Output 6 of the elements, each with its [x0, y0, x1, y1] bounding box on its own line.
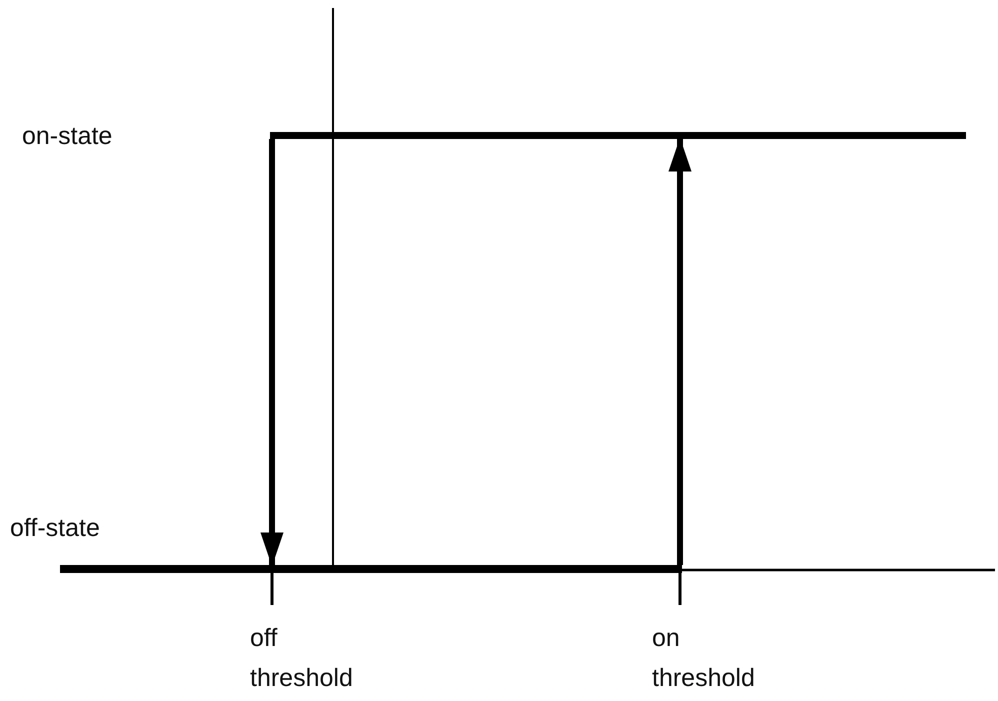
state-label: off-state [10, 513, 100, 544]
arrow [260, 139, 284, 566]
state-label: on-state [22, 121, 112, 152]
arrow [668, 138, 692, 565]
threshold-label: on threshold [652, 623, 756, 694]
threshold-label: off threshold [250, 623, 354, 694]
